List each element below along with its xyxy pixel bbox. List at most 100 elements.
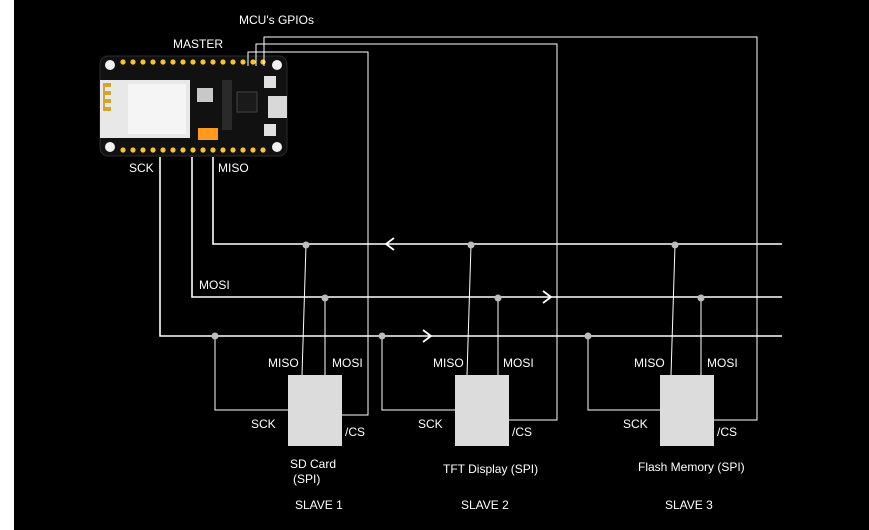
junction-node (378, 332, 386, 340)
slave1-protocol: (SPI) (293, 472, 320, 486)
gpio-pin (160, 147, 166, 153)
smd-components (222, 80, 232, 130)
gpio-pin (150, 147, 156, 153)
gpio-pin (120, 59, 126, 65)
slave2-module (455, 375, 509, 446)
slave2-sck-wire (381, 336, 455, 411)
slave1-mosi-label: MOSI (332, 356, 363, 370)
gpio-pin (230, 147, 236, 153)
slave1-miso-wire (301, 244, 307, 376)
gpio-pin (140, 147, 146, 153)
gpio-pin (180, 59, 186, 65)
mount-hole (105, 60, 115, 70)
gpio-pin (240, 147, 246, 153)
gpio-pin (200, 59, 206, 65)
mosi-arrow-right-icon (542, 290, 553, 304)
slave2-sck-label: SCK (418, 417, 443, 431)
antenna-trace (103, 83, 111, 111)
slave2-cs-wire (255, 43, 558, 421)
junction-nodes (211, 241, 705, 340)
miso-arrow-left-icon (384, 237, 395, 251)
slave1-miso-label: MISO (268, 356, 299, 370)
slave3-module (660, 375, 714, 446)
gpio-pin (190, 59, 196, 65)
master-label: MASTER (173, 37, 223, 51)
gpio-pin (140, 59, 146, 65)
slave3-cs-wire (263, 36, 758, 421)
slave3-sck-wire (587, 336, 660, 411)
wifi-shield (128, 84, 186, 134)
slave3-role: SLAVE 3 (665, 498, 713, 512)
gpio-pin (190, 147, 196, 153)
gpio-pin (220, 147, 226, 153)
gpio-pin (230, 59, 236, 65)
usb-serial-chip (236, 91, 258, 113)
flash-button (264, 124, 276, 136)
gpio-pin (260, 59, 266, 65)
junction-node (321, 294, 329, 302)
sck-arrow-right-icon (422, 329, 433, 343)
gpio-pin (160, 59, 166, 65)
slave2-miso-label: MISO (433, 356, 464, 370)
diagram-canvas: MCU's GPIOs MASTER SCK MISO MOSI MISO MO… (14, 0, 869, 530)
slave1-module (288, 375, 342, 446)
gpio-pin-row-bottom (120, 147, 266, 153)
gpio-pin (210, 59, 216, 65)
gpio-pin (210, 147, 216, 153)
spi-diagram: MCU's GPIOs MASTER SCK MISO MOSI MISO MO… (99, 13, 782, 512)
junction-node (584, 332, 592, 340)
wires (159, 36, 782, 421)
gpio-pin (240, 59, 246, 65)
usb-port (268, 96, 287, 118)
gpio-pin (120, 147, 126, 153)
slave2-role: SLAVE 2 (461, 498, 509, 512)
slave2-miso-wire (466, 244, 472, 376)
gpio-pin (150, 59, 156, 65)
slave2-mosi-label: MOSI (503, 356, 534, 370)
capacitor (198, 128, 218, 140)
slave1-cs-label: /CS (345, 425, 365, 439)
gpio-pin-row-top (120, 59, 266, 65)
master-sck-label: SCK (129, 161, 154, 175)
junction-node (302, 241, 310, 249)
gpio-pin (180, 147, 186, 153)
gpio-pin (250, 59, 256, 65)
junction-node (467, 241, 475, 249)
slave3-sck-label: SCK (623, 417, 648, 431)
gpios-label: MCU's GPIOs (239, 13, 314, 27)
miso-bus-wire (212, 157, 782, 245)
slave3-miso-wire (670, 244, 676, 376)
gpio-pin (250, 147, 256, 153)
slave3-cs-label: /CS (717, 425, 737, 439)
junction-node (494, 294, 502, 302)
regulator-chip (197, 88, 213, 102)
junction-node (671, 241, 679, 249)
slave3-name: Flash Memory (SPI) (638, 460, 745, 474)
sck-bus-wire (159, 157, 782, 337)
slave1-name: SD Card (290, 457, 336, 471)
reset-button (264, 76, 276, 88)
master-mosi-label: MOSI (199, 278, 230, 292)
gpio-pin (200, 147, 206, 153)
gpio-pin (170, 147, 176, 153)
mount-hole (272, 142, 282, 152)
slave1-sck-wire (214, 336, 288, 411)
mcu-board (99, 55, 288, 157)
slave3-miso-label: MISO (634, 356, 665, 370)
slave1-role: SLAVE 1 (295, 498, 343, 512)
mount-hole (105, 142, 115, 152)
junction-node (697, 294, 705, 302)
gpio-pin (130, 59, 136, 65)
slave3-mosi-label: MOSI (707, 356, 738, 370)
mount-hole (272, 60, 282, 70)
junction-node (211, 332, 219, 340)
mosi-bus-wire (191, 157, 782, 298)
master-miso-label: MISO (218, 161, 249, 175)
slave2-name: TFT Display (SPI) (443, 462, 538, 476)
slave1-cs-wire (247, 51, 369, 416)
gpio-pin (220, 59, 226, 65)
gpio-pin (260, 147, 266, 153)
gpio-pin (170, 59, 176, 65)
gpio-pin (130, 147, 136, 153)
slave1-sck-label: SCK (251, 417, 276, 431)
